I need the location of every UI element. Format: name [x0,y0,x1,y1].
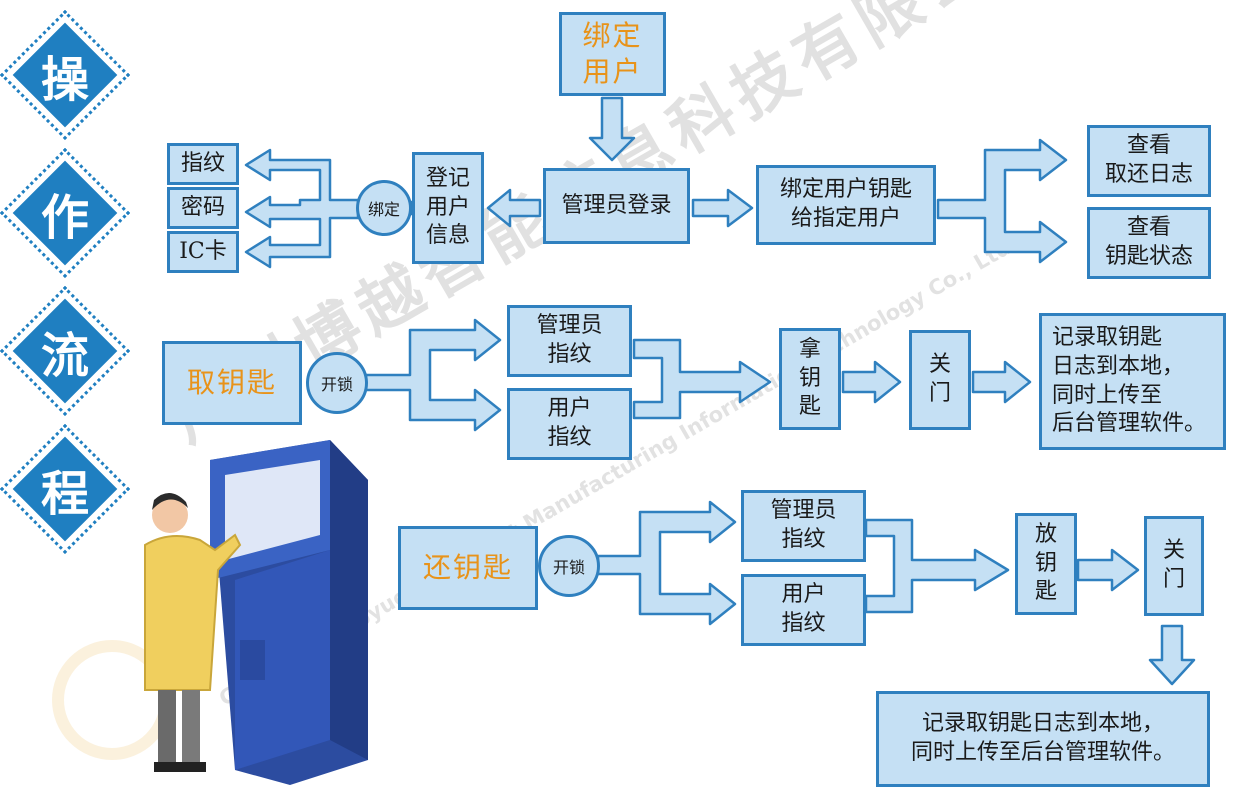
close-door-box-1: 关 门 [909,330,971,430]
unlock-circle-2: 开锁 [538,535,600,597]
admin-login-box: 管理员登录 [543,168,690,244]
user-fingerprint-box-1: 用户 指纹 [507,388,632,460]
title-char-2: 作 [0,147,131,279]
unlock-circle-1: 开锁 [306,352,368,414]
title-char-4: 程 [0,423,131,555]
bind-key-box: 绑定用户钥匙 给指定用户 [756,165,936,245]
bind-circle: 绑定 [356,180,412,236]
close-door-box-2: 关 门 [1144,516,1204,616]
admin-fingerprint-box-2: 管理员 指纹 [741,490,866,562]
kiosk-illustration [144,440,368,785]
ic-card-box: IC卡 [167,231,239,273]
take-key-box: 取钥匙 [162,341,302,425]
view-log-box: 查看 取还日志 [1087,125,1211,197]
title-char-1: 操 [0,9,131,141]
fingerprint-box: 指纹 [167,143,239,185]
title-char-3: 流 [0,285,131,417]
put-key-box: 放 钥 匙 [1015,513,1077,615]
user-fingerprint-box-2: 用户 指纹 [741,574,866,646]
view-status-box: 查看 钥匙状态 [1087,207,1211,279]
register-info-box: 登记 用户 信息 [412,152,484,264]
admin-fingerprint-box-1: 管理员 指纹 [507,305,632,377]
record-take-box: 记录取钥匙 日志到本地， 同时上传至 后台管理软件。 [1039,313,1226,450]
return-key-box: 还钥匙 [398,526,538,610]
password-box: 密码 [167,187,239,229]
bind-user-box: 绑定 用户 [559,12,666,96]
grab-key-box: 拿 钥 匙 [779,328,841,430]
record-return-box: 记录取钥匙日志到本地， 同时上传至后台管理软件。 [876,691,1210,787]
